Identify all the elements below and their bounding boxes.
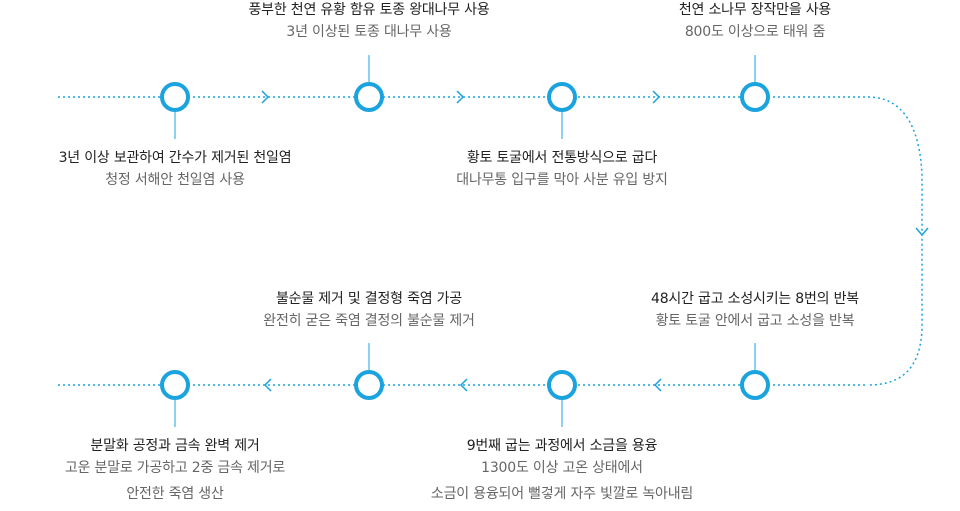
step-6: 9번째 굽는 과정에서 소금을 용융 1300도 이상 고온 상태에서 소금이 … (402, 437, 722, 507)
step-title: 황토 토굴에서 전통방식으로 굽다 (466, 150, 658, 166)
step-title: 9번째 굽는 과정에서 소금을 용융 (466, 438, 658, 454)
node-7 (354, 370, 384, 400)
step-title: 분말화 공정과 금속 완벽 제거 (90, 438, 260, 454)
step-desc: 1300도 이상 고온 상태에서 (481, 460, 643, 476)
arrow-right-icon (261, 90, 270, 104)
node-5 (740, 370, 770, 400)
step-desc: 소금이 용융되어 뻘겋게 자주 빛깔로 녹아내림 (430, 486, 694, 502)
step-title: 풍부한 천연 유황 함유 토종 왕대나무 사용 (248, 2, 490, 18)
step-title: 3년 이상 보관하여 간수가 제거된 천일염 (58, 150, 292, 166)
node-2 (354, 82, 384, 112)
step-4: 천연 소나무 장작만을 사용 800도 이상으로 태워 줌 (595, 1, 915, 45)
step-3: 황토 토굴에서 전통방식으로 굽다 대나무통 입구를 막아 사분 유입 방지 (402, 149, 722, 193)
step-desc: 3년 이상된 토종 대나무 사용 (286, 24, 452, 40)
step-2: 풍부한 천연 유황 함유 토종 왕대나무 사용 3년 이상된 토종 대나무 사용 (209, 1, 529, 45)
step-desc: 800도 이상으로 태워 줌 (684, 24, 826, 40)
step-desc: 안전한 죽염 생산 (126, 486, 224, 502)
node-8 (160, 370, 190, 400)
step-8: 분말화 공정과 금속 완벽 제거 고운 분말로 가공하고 2중 금속 제거로 안… (15, 437, 335, 507)
node-4 (740, 82, 770, 112)
node-3 (547, 82, 577, 112)
step-1: 3년 이상 보관하여 간수가 제거된 천일염 청정 서해안 천일염 사용 (15, 149, 335, 193)
step-desc: 고운 분말로 가공하고 2중 금속 제거로 (64, 460, 286, 476)
arrow-left-icon (653, 378, 662, 392)
step-desc: 대나무통 입구를 막아 사분 유입 방지 (456, 172, 668, 188)
step-desc: 청정 서해안 천일염 사용 (105, 172, 245, 188)
node-6 (547, 370, 577, 400)
arrow-down-icon (915, 227, 929, 237)
step-desc: 황토 토굴 안에서 굽고 소성을 반복 (655, 313, 855, 329)
arrow-right-icon (652, 90, 661, 104)
node-1 (160, 82, 190, 112)
step-title: 48시간 굽고 소성시키는 8번의 반복 (651, 291, 859, 307)
step-title: 천연 소나무 장작만을 사용 (678, 2, 832, 18)
step-7: 불순물 제거 및 결정형 죽염 가공 완전히 굳은 죽염 결정의 불순물 제거 (209, 290, 529, 334)
step-desc: 완전히 굳은 죽염 결정의 불순물 제거 (263, 313, 475, 329)
arrow-left-icon (263, 378, 272, 392)
arrow-left-icon (459, 378, 468, 392)
step-title: 불순물 제거 및 결정형 죽염 가공 (275, 291, 463, 307)
arrow-right-icon (456, 90, 465, 104)
step-5: 48시간 굽고 소성시키는 8번의 반복 황토 토굴 안에서 굽고 소성을 반복 (595, 290, 915, 334)
curve-flow-line (867, 96, 923, 386)
